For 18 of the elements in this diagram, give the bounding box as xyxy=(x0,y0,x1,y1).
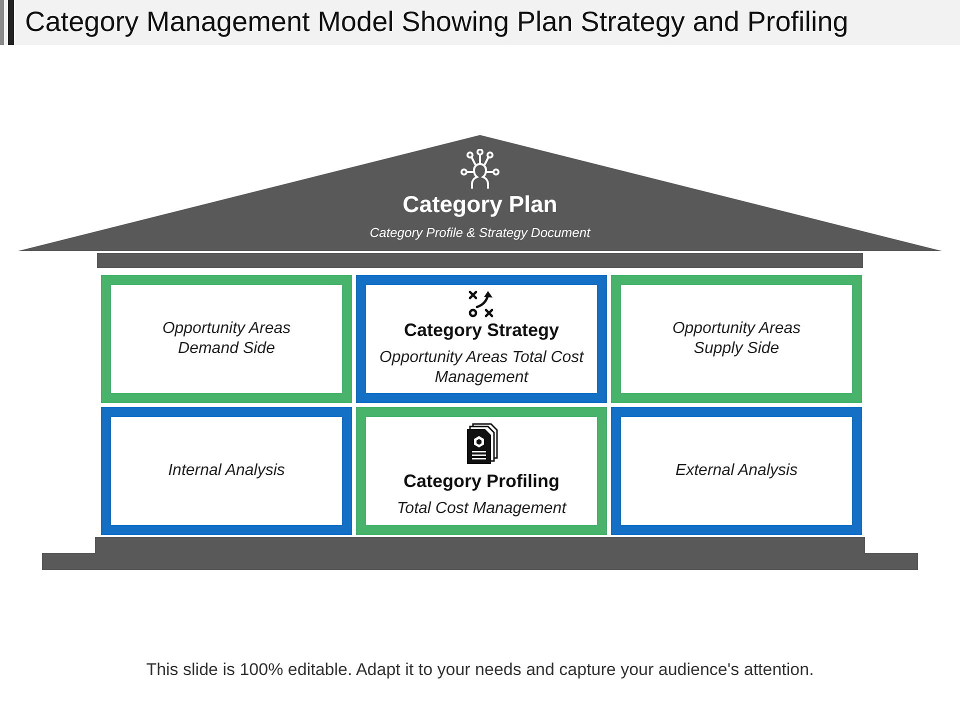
panel-text: Total Cost Management xyxy=(396,499,566,519)
panel-heading: Category Strategy xyxy=(404,320,560,341)
panel-text: Opportunity Areas Supply Side xyxy=(671,319,802,359)
roof-heading: Category Plan xyxy=(402,191,558,217)
caption-text: This slide is 100% editable. Adapt it to your needs and capture your audience's attention. xyxy=(145,659,815,681)
panel xyxy=(101,407,352,535)
panel-heading: Category Profiling xyxy=(403,471,560,492)
panel-text: External Analysis xyxy=(675,461,798,481)
panel-text: Internal Analysis xyxy=(168,461,285,481)
roof-subtitle: Category Profile & Strategy Document xyxy=(370,225,590,241)
panel xyxy=(611,275,862,403)
panel xyxy=(611,407,862,535)
slide-title: Category Management Model Showing Plan Strategy and Profiling xyxy=(25,6,848,38)
panel xyxy=(356,275,607,403)
panel-text: Opportunity Areas Demand Side xyxy=(161,319,292,359)
panel xyxy=(101,275,352,403)
panel-text: Opportunity Areas Total Cost Management xyxy=(378,348,586,388)
panel xyxy=(356,407,607,535)
